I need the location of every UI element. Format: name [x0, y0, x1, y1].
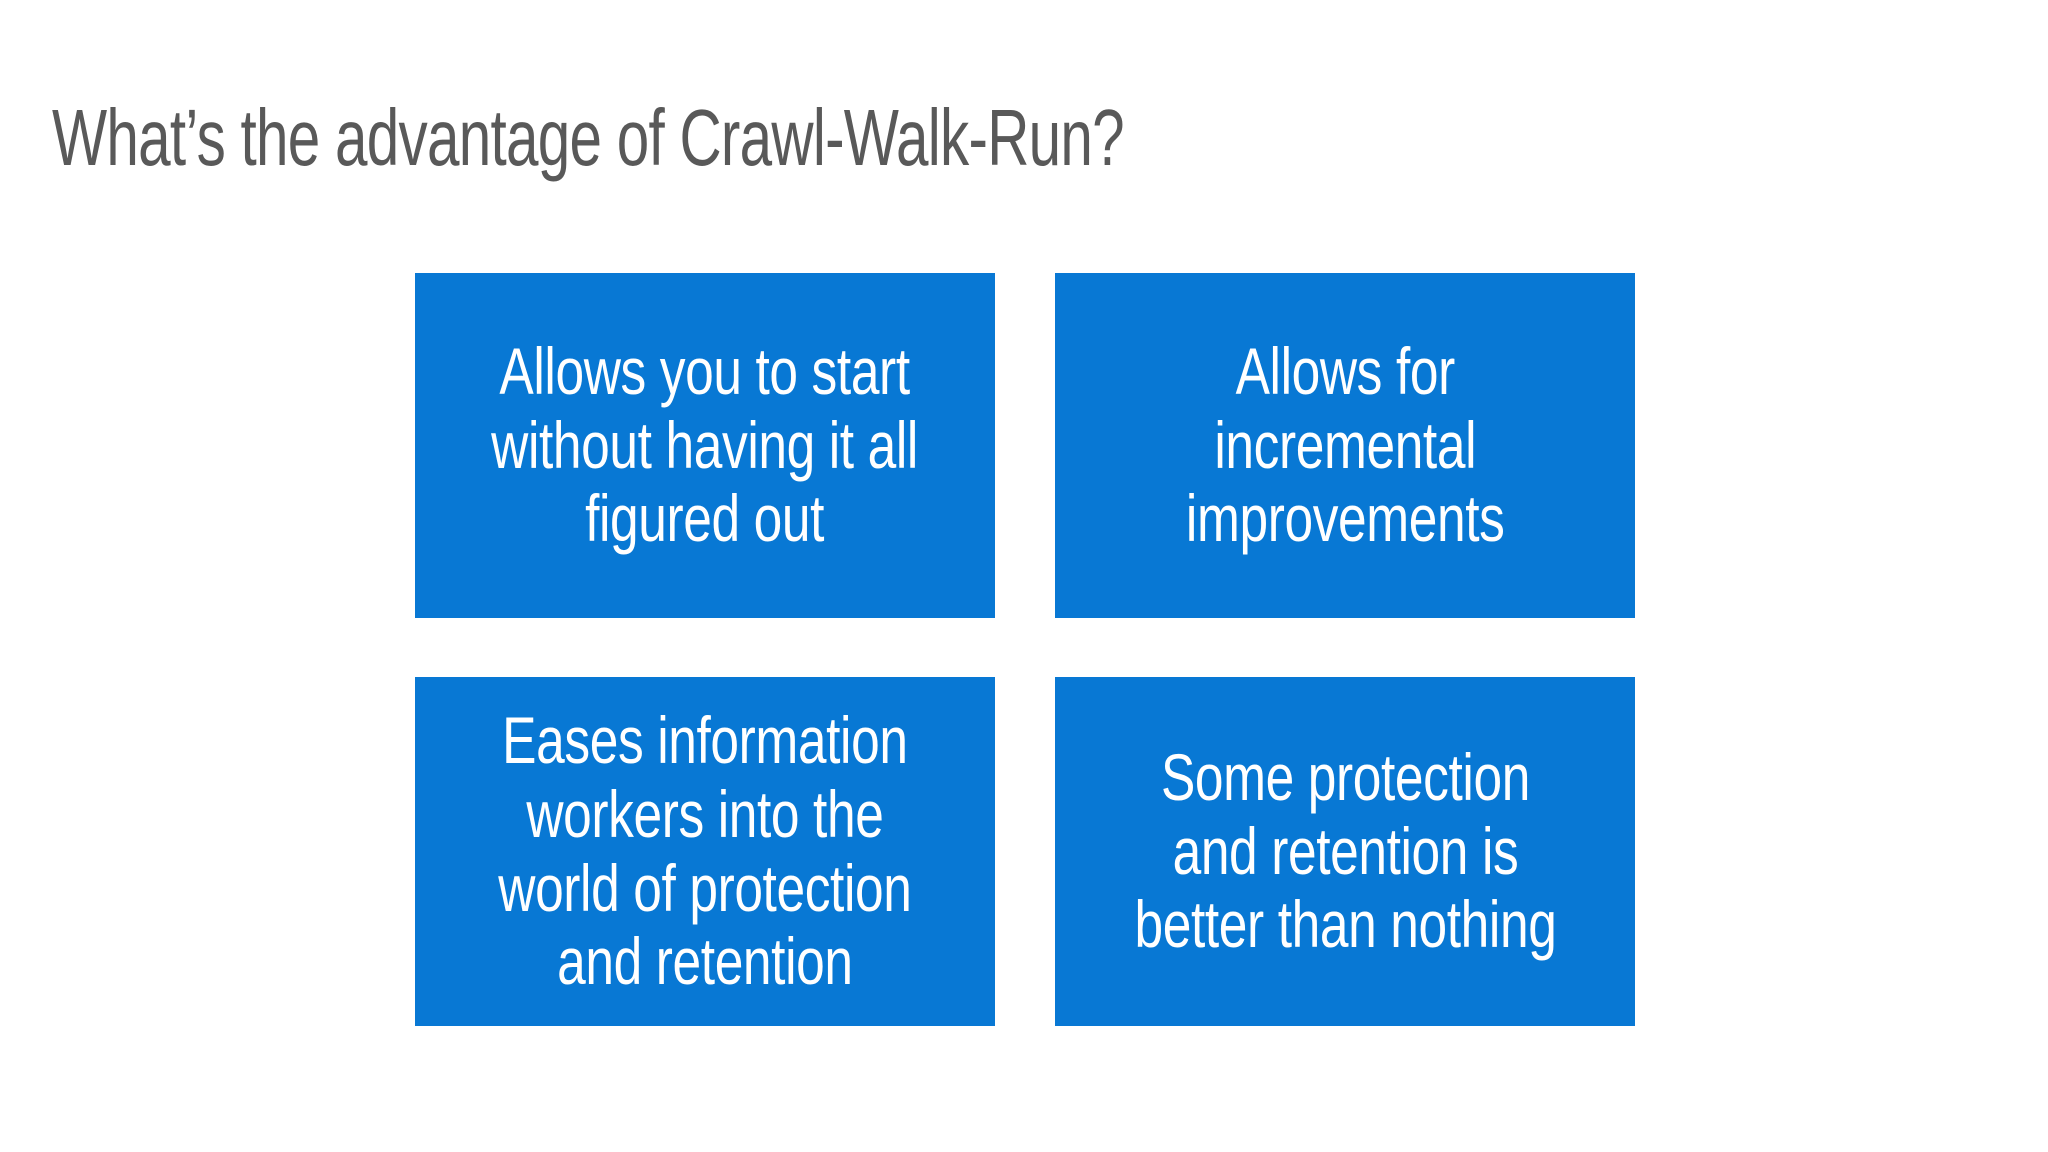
advantage-box-3-text: Eases information workers into the world…: [498, 702, 912, 999]
advantage-box-2: Allows for incremental improvements: [1055, 273, 1635, 618]
advantage-box-3: Eases information workers into the world…: [415, 677, 995, 1026]
slide-title: What’s the advantage of Crawl-Walk-Run?: [52, 93, 1125, 182]
advantage-box-2-text: Allows for incremental improvements: [1185, 333, 1505, 556]
advantage-box-1-text: Allows you to start without having it al…: [491, 333, 919, 556]
advantage-box-4: Some protection and retention is better …: [1055, 677, 1635, 1026]
advantage-box-4-text: Some protection and retention is better …: [1134, 739, 1556, 962]
advantage-box-1: Allows you to start without having it al…: [415, 273, 995, 618]
